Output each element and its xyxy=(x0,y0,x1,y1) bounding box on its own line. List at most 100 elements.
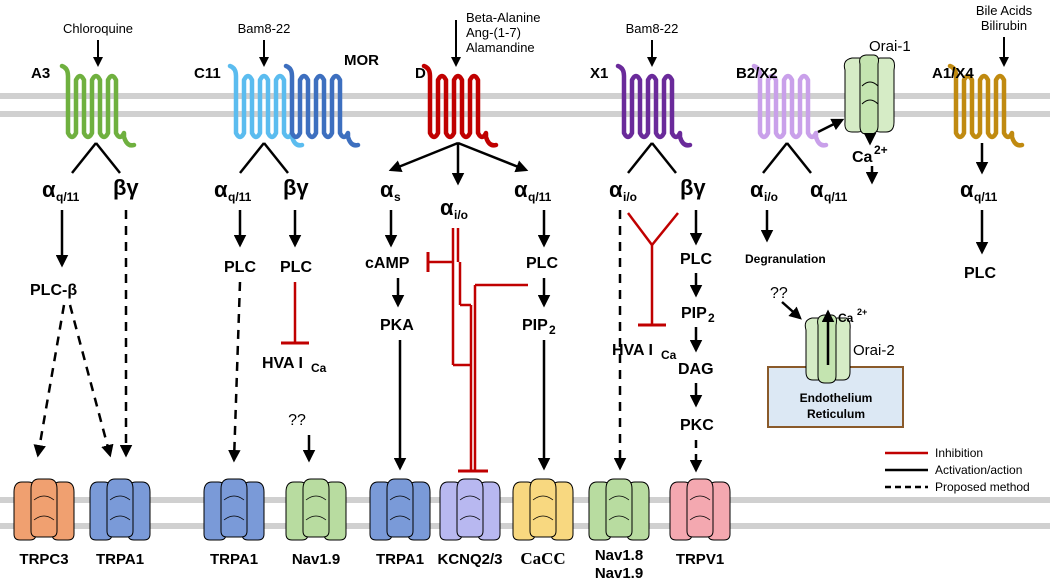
label-nav19: Nav1.9 xyxy=(292,551,340,568)
d-alpha-io: α xyxy=(440,195,454,220)
x1-pip: PIP xyxy=(681,305,707,322)
ligand-bilirubin: Bilirubin xyxy=(981,18,1027,33)
c11-betagamma: βγ xyxy=(283,175,309,200)
plc-beta: PLC-β xyxy=(30,282,77,299)
label-nav18: Nav1.8 xyxy=(595,547,643,564)
channel-kcnq xyxy=(439,478,501,541)
x1-hva: HVA I xyxy=(612,342,653,359)
label-trpv1: TRPV1 xyxy=(676,551,724,568)
receptor-d-label: D xyxy=(415,65,426,82)
x1-alpha: α xyxy=(609,177,623,202)
d-alpha-io-sub: i/o xyxy=(454,208,468,222)
a1-plc: PLC xyxy=(964,265,996,282)
label-kcnq: KCNQ2/3 xyxy=(437,551,502,568)
x1-alpha-sub: i/o xyxy=(623,190,637,204)
receptor-a1x4-label: A1/X4 xyxy=(932,65,974,82)
ligand-bile-acids: Bile Acids xyxy=(976,3,1033,18)
er-line2: Reticulum xyxy=(807,407,865,421)
d-pka: PKA xyxy=(380,317,414,334)
b2-alpha-q: α xyxy=(810,177,824,202)
a3-betagamma: βγ xyxy=(113,175,139,200)
d-pip-sub: 2 xyxy=(549,323,556,337)
column-a3: α q/11 βγ PLC-β xyxy=(30,142,139,458)
legend-activation: Activation/action xyxy=(935,463,1022,477)
c11-hva: HVA I xyxy=(262,355,303,372)
a1-alpha-sub: q/11 xyxy=(974,190,998,204)
orai1-ca: Ca xyxy=(852,149,873,166)
channel-nav19 xyxy=(285,478,347,541)
column-d: α s α i/o α q/11 cAMP PKA PLC PIP 2 xyxy=(365,141,558,473)
channel-labels: TRPC3 TRPA1 TRPA1 Nav1.9 TRPA1 KCNQ2/3 C… xyxy=(19,547,724,582)
label-nav19-b: Nav1.9 xyxy=(595,565,643,582)
orai2-ca-sup: 2+ xyxy=(857,307,867,317)
c11-hva-sub: Ca xyxy=(311,361,327,375)
a3-alpha: α xyxy=(42,177,56,202)
ligand-chloroquine: Chloroquine xyxy=(63,21,133,36)
b2-alpha-io-sub: i/o xyxy=(764,190,778,204)
receptor-labels: A3 C11 MOR D X1 B2/X2 Orai-1 A1/X4 xyxy=(31,38,974,82)
label-trpa1-c: TRPA1 xyxy=(376,551,424,568)
orai2-label: Orai-2 xyxy=(853,342,895,359)
x1-plc: PLC xyxy=(680,251,712,268)
d-alpha-s-sub: s xyxy=(394,190,401,204)
orai2-ca: Ca xyxy=(838,311,854,325)
receptor-c11-shape xyxy=(227,63,305,148)
d-inhibitions xyxy=(426,228,528,473)
channel-trpa1-b xyxy=(203,478,265,541)
x1-pip-sub: 2 xyxy=(708,311,715,325)
d-plc: PLC xyxy=(526,255,558,272)
d-alpha-s: α xyxy=(380,177,394,202)
label-cacc: CaCC xyxy=(520,549,565,568)
receptor-b2x2-shape xyxy=(751,63,829,148)
column-c11: α q/11 βγ PLC PLC HVA I Ca ?? xyxy=(214,142,327,463)
receptor-x1-shape xyxy=(615,63,693,148)
legend: Inhibition Activation/action Proposed me… xyxy=(885,446,1030,494)
receptor-c11-label: C11 xyxy=(194,65,221,82)
channel-trpa1-a xyxy=(89,478,151,541)
channels-layer xyxy=(13,478,731,541)
a1-alpha: α xyxy=(960,177,974,202)
b2-alpha-q-sub: q/11 xyxy=(824,190,848,204)
ligand-bam-x1: Bam8-22 xyxy=(626,21,679,36)
a3-alpha-sub: q/11 xyxy=(56,190,80,204)
column-a1x4: α q/11 PLC xyxy=(960,143,998,282)
label-trpc3: TRPC3 xyxy=(19,551,68,568)
x1-hva-sub: Ca xyxy=(661,348,677,362)
d-camp: cAMP xyxy=(365,255,410,272)
orai2-unknown: ?? xyxy=(770,285,788,302)
c11-plc-left: PLC xyxy=(224,259,256,276)
ligand-ang: Ang-(1-7) xyxy=(466,25,521,40)
d-pip: PIP xyxy=(522,317,548,334)
x1-dag: DAG xyxy=(678,361,714,378)
channel-nav18 xyxy=(588,478,650,541)
column-b2x2: α i/o α q/11 Degranulation Ca 2+ ?? Ca 2… xyxy=(745,118,904,428)
channel-trpa1-c xyxy=(369,478,431,541)
d-alpha-q: α xyxy=(514,177,528,202)
orai1-label: Orai-1 xyxy=(869,38,911,55)
top-membrane xyxy=(0,93,1050,117)
legend-proposed: Proposed method xyxy=(935,480,1030,494)
orai1-ca-sup: 2+ xyxy=(874,143,888,157)
receptor-b2x2-label: B2/X2 xyxy=(736,65,778,82)
b2-alpha-io: α xyxy=(750,177,764,202)
degranulation: Degranulation xyxy=(745,252,826,266)
x1-betagamma: βγ xyxy=(680,175,706,200)
column-x1: α i/o βγ HVA I Ca PLC PIP 2 DAG PKC xyxy=(609,142,715,473)
ligands: Chloroquine Bam8-22 Beta-Alanine Ang-(1-… xyxy=(63,3,1033,67)
legend-inhibition: Inhibition xyxy=(935,446,983,460)
d-alpha-q-sub: q/11 xyxy=(528,190,552,204)
receptor-d-shape xyxy=(421,63,499,148)
ligand-alamandine: Alamandine xyxy=(466,40,535,55)
receptor-a3-shape xyxy=(59,63,137,148)
c11-alpha-sub: q/11 xyxy=(228,190,252,204)
label-trpa1-a: TRPA1 xyxy=(96,551,144,568)
nav19-unknown: ?? xyxy=(288,412,306,429)
receptor-x1-label: X1 xyxy=(590,65,608,82)
channel-cacc xyxy=(512,478,574,541)
channel-trpv1 xyxy=(669,478,731,541)
er-line1: Endothelium xyxy=(800,391,873,405)
receptor-a3-label: A3 xyxy=(31,65,50,82)
receptor-a1x4-shape xyxy=(947,63,1025,148)
